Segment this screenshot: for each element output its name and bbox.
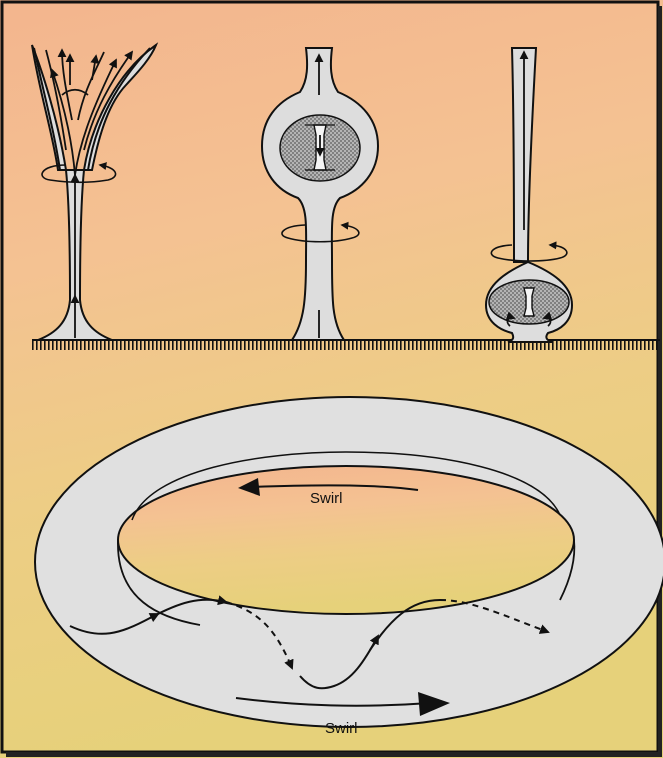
swirl-label-bottom: Swirl bbox=[325, 720, 358, 737]
swirl-label-top: Swirl bbox=[310, 490, 343, 507]
figure-shadow-bottom bbox=[6, 752, 662, 757]
ground-surface bbox=[32, 340, 660, 350]
figure-shadow-right bbox=[658, 6, 662, 756]
